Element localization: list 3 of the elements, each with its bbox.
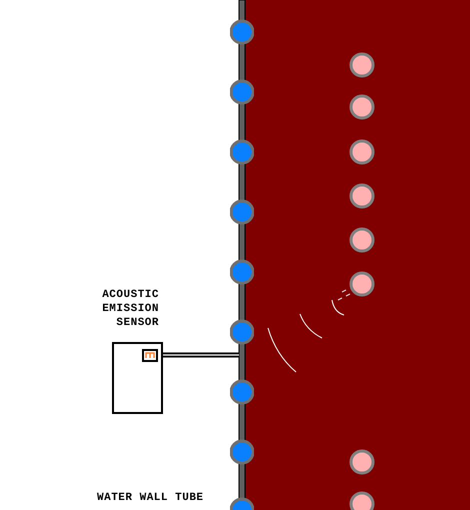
cable: [163, 352, 239, 358]
tube-label: WATER WALL TUBE: [97, 491, 204, 505]
sensor-label: ACOUSTIC EMISSION SENSOR: [101, 288, 159, 330]
